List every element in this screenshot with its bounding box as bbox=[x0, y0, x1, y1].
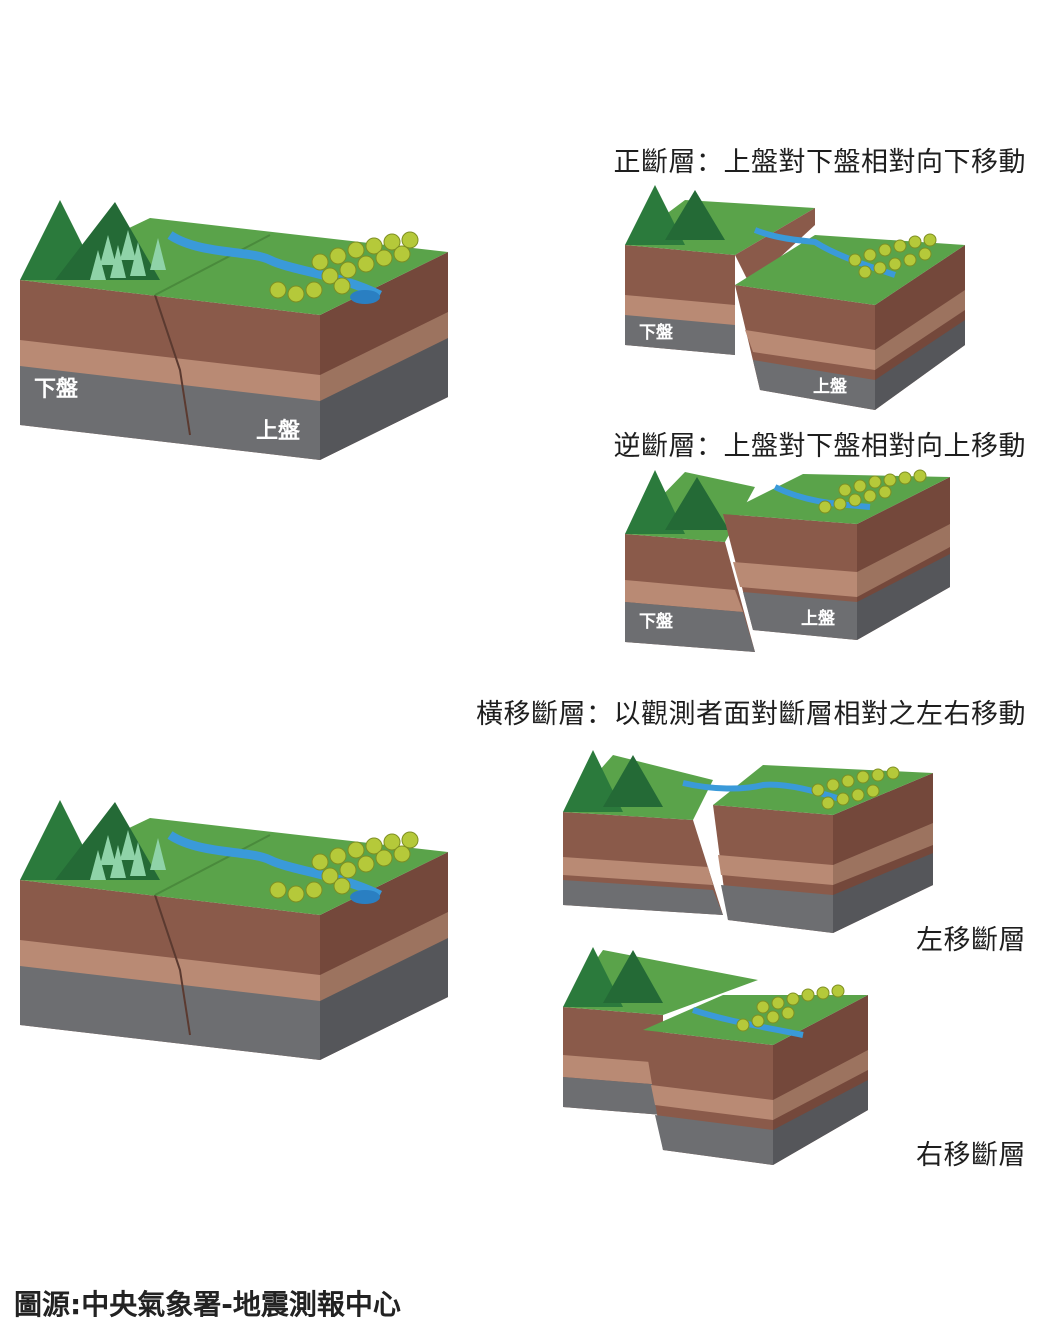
fault-block-diagram: 下盤 上盤 bbox=[20, 200, 448, 460]
right-lateral-fault-diagram bbox=[563, 947, 868, 1165]
footwall-label: 下盤 bbox=[34, 376, 79, 402]
reverse-fault-caption: 逆斷層：上盤對下盤相對向上移動 bbox=[613, 431, 1026, 462]
reverse-fault-diagram: 下盤 上盤 bbox=[625, 469, 950, 652]
right-lateral-fault-caption: 右移斷層 bbox=[916, 1140, 1026, 1171]
hanging-wall-label: 上盤 bbox=[813, 376, 848, 397]
hanging-wall-label: 上盤 bbox=[801, 608, 836, 629]
left-lateral-fault-caption: 左移斷層 bbox=[916, 925, 1026, 956]
image-source: 圖源:中央氣象署-地震測報中心 bbox=[14, 1288, 401, 1321]
normal-fault-caption: 正斷層：上盤對下盤相對向下移動 bbox=[613, 147, 1026, 178]
normal-fault-diagram: 下盤 上盤 bbox=[625, 185, 965, 410]
strike-slip-block-diagram bbox=[20, 800, 448, 1060]
left-lateral-fault-diagram bbox=[563, 750, 933, 933]
hanging-wall-label: 上盤 bbox=[256, 418, 301, 444]
footwall-label: 下盤 bbox=[639, 322, 674, 343]
footwall-label: 下盤 bbox=[639, 611, 674, 632]
strike-slip-fault-caption: 橫移斷層：以觀測者面對斷層相對之左右移動 bbox=[476, 699, 1026, 730]
